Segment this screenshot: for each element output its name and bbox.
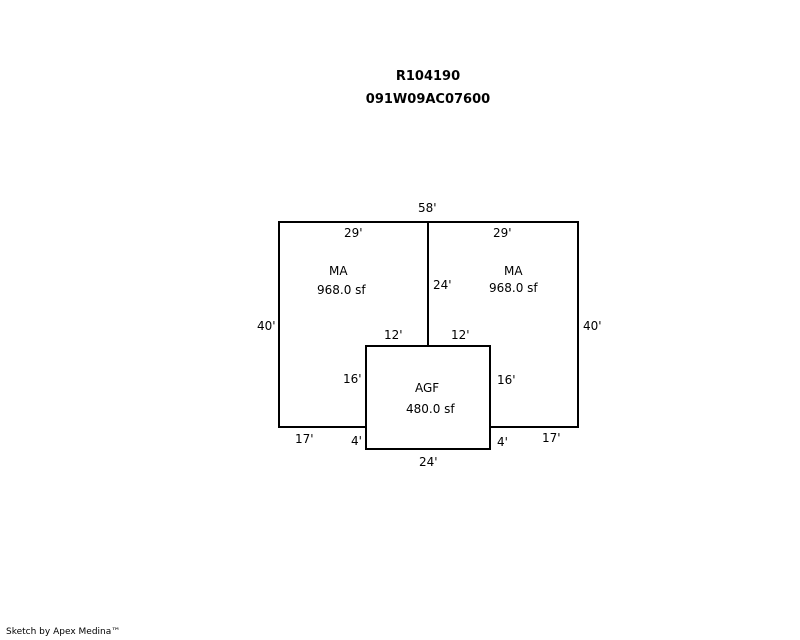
area-label-agf: AGF bbox=[415, 381, 440, 395]
dim-left-side: 40' bbox=[257, 319, 276, 333]
sketch-credit: Sketch by Apex Medina™ bbox=[6, 627, 121, 637]
area-value-ma-right: 968.0 sf bbox=[489, 281, 538, 295]
dim-garage-right: 16' bbox=[497, 373, 516, 387]
dim-garage-jog-right: 4' bbox=[497, 435, 508, 449]
account-id: R104190 bbox=[395, 69, 461, 84]
dim-bottom-right: 17' bbox=[542, 431, 561, 445]
dim-top-total: 58' bbox=[418, 201, 437, 215]
garage-outline bbox=[365, 345, 491, 450]
dim-garage-jog-left: 4' bbox=[351, 434, 362, 448]
dim-garage-bottom: 24' bbox=[419, 455, 438, 469]
dim-garage-top-left: 12' bbox=[384, 328, 403, 342]
map-tax-lot: 091W09AC07600 bbox=[365, 92, 491, 107]
area-value-agf: 480.0 sf bbox=[406, 402, 455, 416]
dim-top-left: 29' bbox=[344, 226, 363, 240]
dim-center-divider: 24' bbox=[433, 278, 452, 292]
dim-bottom-left: 17' bbox=[295, 432, 314, 446]
area-label-ma-left: MA bbox=[329, 264, 348, 278]
dim-right-side: 40' bbox=[583, 319, 602, 333]
area-value-ma-left: 968.0 sf bbox=[317, 283, 366, 297]
dim-garage-top-right: 12' bbox=[451, 328, 470, 342]
area-label-ma-right: MA bbox=[504, 264, 523, 278]
dim-garage-left: 16' bbox=[343, 372, 362, 386]
dim-top-right: 29' bbox=[493, 226, 512, 240]
